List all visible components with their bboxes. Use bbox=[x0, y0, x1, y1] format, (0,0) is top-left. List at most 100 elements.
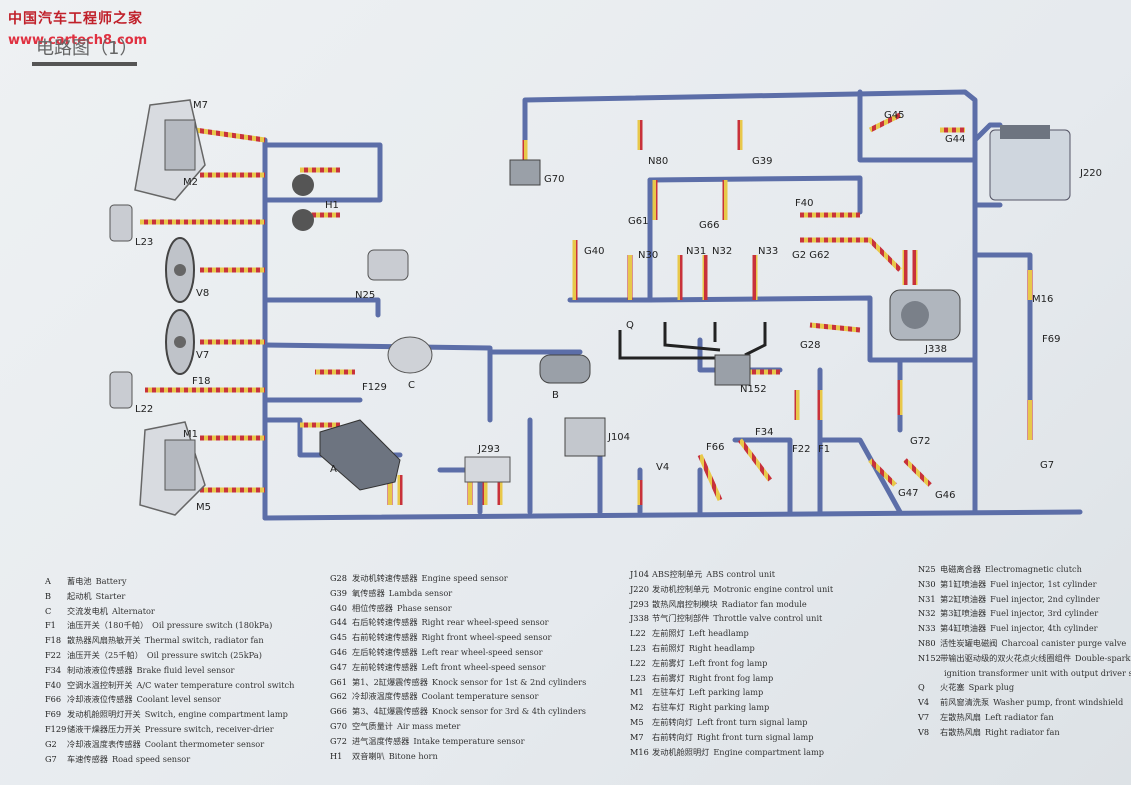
legend-code: G62 bbox=[330, 691, 347, 702]
label-F66: F66 bbox=[706, 442, 724, 453]
legend-zh: 交流发电机 bbox=[67, 605, 108, 616]
legend-zh: 冷却液温度传感器 bbox=[352, 691, 418, 702]
legend-zh: 第1、2缸爆震传感器 bbox=[352, 676, 428, 687]
legend-zh: 空气质量计 bbox=[352, 720, 393, 731]
legend-code: F69 bbox=[45, 709, 62, 720]
legend-code: F34 bbox=[45, 664, 62, 675]
legend-en: Oil pressure switch (180kPa) bbox=[152, 620, 273, 631]
legend-en: Right front fog lamp bbox=[688, 672, 774, 683]
label-Q: Q bbox=[626, 320, 634, 331]
legend-code: G40 bbox=[330, 602, 347, 613]
legend-zh: 左散热风扇 bbox=[940, 711, 981, 722]
legend-en: Oil pressure switch (25kPa) bbox=[146, 649, 262, 660]
legend-en: Intake temperature sensor bbox=[413, 735, 525, 746]
legend-zh: 油压开关（25千帕） bbox=[67, 649, 143, 660]
component-headlamp-right bbox=[134, 99, 206, 201]
label-G44: G44 bbox=[945, 134, 965, 145]
legend-en: Right radiator fan bbox=[984, 726, 1060, 737]
legend-zh: 起动机 bbox=[67, 590, 92, 601]
legend-en: Engine speed sensor bbox=[421, 573, 508, 583]
legend-en: Left radiator fan bbox=[984, 711, 1054, 722]
legend-code: F66 bbox=[45, 694, 62, 705]
label-H1: H1 bbox=[325, 200, 339, 211]
legend-zh: 氧传感器 bbox=[352, 587, 385, 598]
legend-en: Fuel injector, 3rd cylinder bbox=[990, 608, 1099, 619]
watermark-url: www.cartech8.com bbox=[8, 33, 148, 48]
legend-en: Fuel injector, 1st cylinder bbox=[990, 578, 1097, 589]
label-G39: G39 bbox=[752, 156, 772, 167]
legend-en: Right front wheel-speed sensor bbox=[421, 632, 552, 643]
legend-zh: 左前轮转速传感器 bbox=[352, 661, 418, 672]
legend-zh: 左后轮转速传感器 bbox=[352, 646, 418, 657]
legend-code: N25 bbox=[918, 564, 936, 574]
legend-en: Left rear wheel-speed sensor bbox=[421, 646, 543, 657]
legend-zh: 油压开关（180千帕） bbox=[67, 620, 149, 631]
legend-zh: 发动机控制单元 bbox=[652, 583, 710, 594]
label-V7: V7 bbox=[196, 350, 209, 361]
legend-en: Left front wheel-speed sensor bbox=[421, 661, 546, 672]
label-G70: G70 bbox=[544, 174, 564, 185]
legend-en: Electromagnetic clutch bbox=[984, 564, 1082, 574]
legend-code: V8 bbox=[918, 726, 930, 737]
label-G45: G45 bbox=[884, 110, 904, 121]
legend-en: Radiator fan module bbox=[721, 598, 807, 609]
legend-code: L22 bbox=[630, 628, 646, 639]
legend-code: J338 bbox=[630, 613, 649, 624]
component-alternator bbox=[387, 336, 433, 374]
legend-zh: 空调水温控制开关 bbox=[67, 679, 133, 690]
legend-zh: 节气门控制部件 bbox=[652, 613, 710, 624]
legend-zh: 右前转向灯 bbox=[652, 731, 693, 742]
legend-zh: 制动液液位传感器 bbox=[67, 664, 133, 675]
legend-zh: 左驻车灯 bbox=[652, 687, 685, 698]
legend-code: N33 bbox=[918, 623, 936, 634]
legend-en: Road speed sensor bbox=[111, 753, 191, 764]
legend-zh: 散热风扇控制模块 bbox=[652, 598, 718, 609]
legend-zh: 右散热风扇 bbox=[940, 726, 981, 737]
legend-code: G47 bbox=[330, 661, 347, 672]
title-underline bbox=[32, 62, 137, 66]
legend-code: N152 bbox=[918, 652, 941, 663]
label-F34: F34 bbox=[755, 427, 773, 438]
legend-zh: 蓄电池 bbox=[67, 576, 92, 586]
legend-en: Charcoal canister purge valve bbox=[1001, 637, 1127, 648]
label-N33: N33 bbox=[758, 246, 778, 257]
legend-code: N30 bbox=[918, 578, 936, 589]
legend-code: N80 bbox=[918, 637, 936, 648]
label-B: B bbox=[552, 390, 559, 401]
legend-en: Fuel injector, 4th cylinder bbox=[990, 623, 1098, 634]
legend-code: F1 bbox=[45, 620, 56, 631]
legend-en: Right front turn signal lamp bbox=[696, 731, 814, 742]
legend-code: L23 bbox=[630, 642, 646, 653]
legend-en: Knock sensor for 1st & 2nd cylinders bbox=[431, 676, 587, 687]
component-starter bbox=[539, 354, 591, 384]
label-F40: F40 bbox=[795, 198, 813, 209]
legend-zh: 左前转向灯 bbox=[652, 716, 693, 727]
component-fan-left bbox=[165, 309, 195, 375]
diagram-title: 电路图（1） bbox=[36, 38, 138, 59]
component-headlamp-left bbox=[139, 421, 206, 516]
legend-code: Q bbox=[918, 682, 925, 693]
component-fog-lamp-right bbox=[109, 204, 133, 242]
label-N31: N31 bbox=[686, 246, 706, 257]
legend-code: L23 bbox=[630, 672, 646, 683]
component-throttle-body bbox=[889, 289, 961, 341]
legend-code: G2 bbox=[45, 738, 57, 749]
